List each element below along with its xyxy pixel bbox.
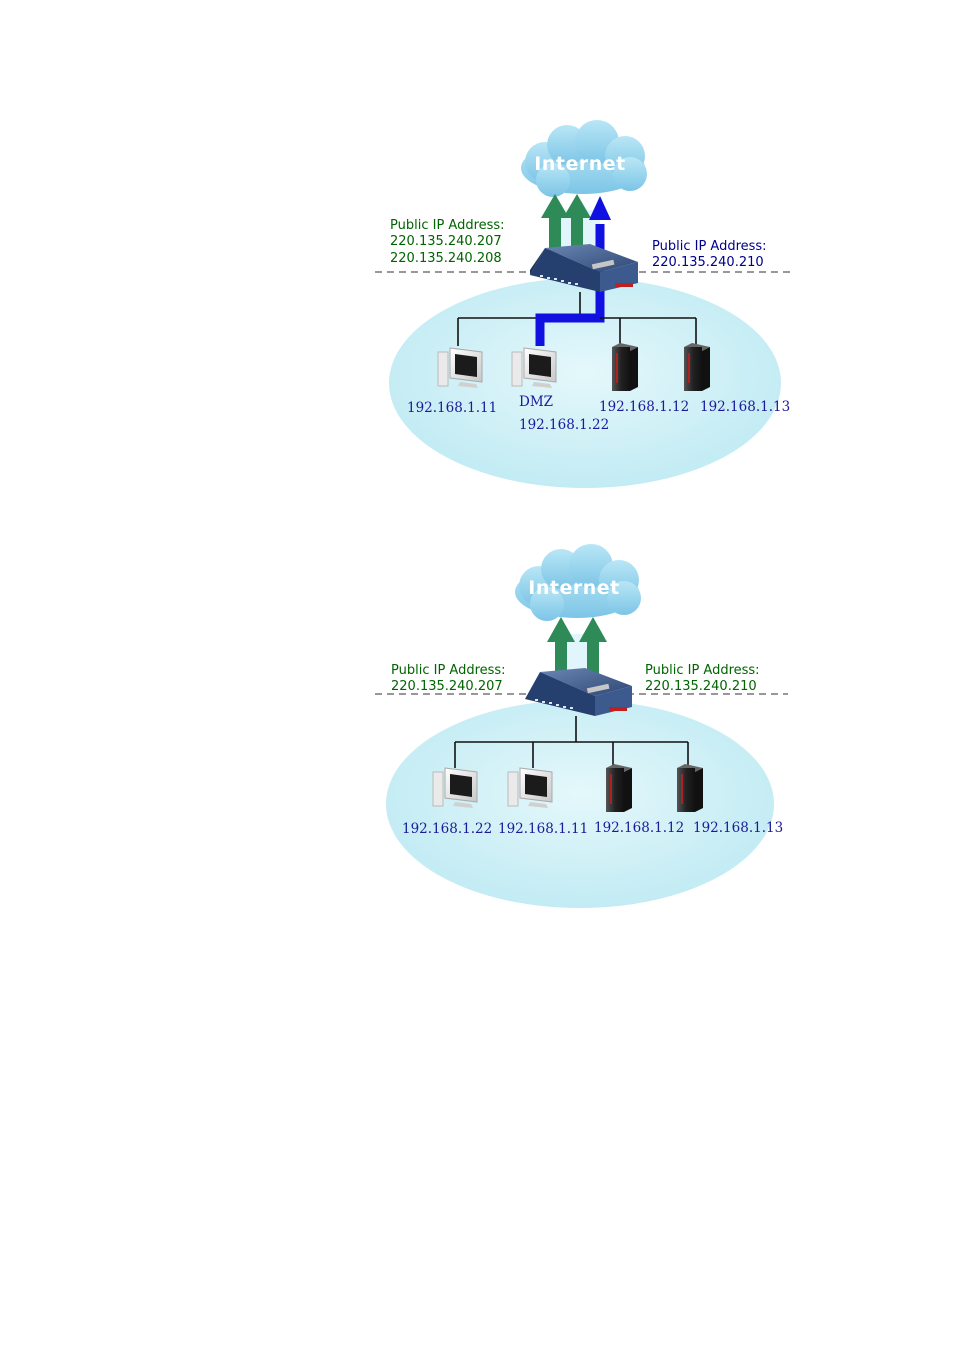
server-icon	[677, 764, 703, 812]
up-arrow-icon	[547, 617, 575, 676]
pc-icon	[507, 767, 553, 808]
lan-area	[386, 700, 774, 908]
left-public-ip-label: Public IP Address:	[391, 663, 506, 678]
up-arrow-icon	[563, 194, 591, 254]
pc-icon	[432, 767, 478, 808]
right-public-ip-label: Public IP Address:	[652, 239, 767, 254]
pc-icon	[437, 347, 483, 388]
right-public-ip: 220.135.240.210	[645, 679, 757, 694]
left-public-ip-label: Public IP Address:	[390, 218, 505, 233]
host-ip: 192.168.1.22	[402, 821, 492, 837]
host-ip: 192.168.1.13	[693, 820, 783, 836]
cloud-icon	[515, 544, 641, 621]
lan-area	[389, 278, 781, 488]
lan-bus	[454, 716, 689, 768]
left-public-ip: 220.135.240.208	[390, 251, 502, 266]
pc-icon	[511, 347, 557, 388]
up-arrow-icon	[541, 194, 569, 254]
host-ip: 192.168.1.12	[594, 820, 684, 836]
left-public-ip: 220.135.240.207	[391, 679, 503, 694]
right-public-ip: 220.135.240.210	[652, 255, 764, 270]
dmz-tag: DMZ	[519, 394, 553, 410]
host-ip: 192.168.1.11	[498, 821, 588, 837]
server-icon	[612, 343, 638, 391]
router-icon	[525, 668, 632, 716]
left-public-ip: 220.135.240.207	[390, 234, 502, 249]
host-ip: 192.168.1.12	[599, 399, 689, 415]
diagram-1: Internet	[375, 120, 795, 488]
cloud-label: Internet	[534, 153, 625, 175]
server-icon	[684, 343, 710, 391]
router-icon	[530, 244, 638, 292]
right-public-ip-label: Public IP Address:	[645, 663, 760, 678]
diagram-2: Internet	[375, 544, 788, 908]
up-arrow-icon	[579, 617, 607, 676]
host-ip: 192.168.1.11	[407, 400, 497, 416]
cloud-label: Internet	[528, 577, 619, 599]
cloud-icon	[521, 120, 647, 197]
host-ip: 192.168.1.22	[519, 417, 609, 433]
server-icon	[606, 764, 632, 812]
host-ip: 192.168.1.13	[700, 399, 790, 415]
